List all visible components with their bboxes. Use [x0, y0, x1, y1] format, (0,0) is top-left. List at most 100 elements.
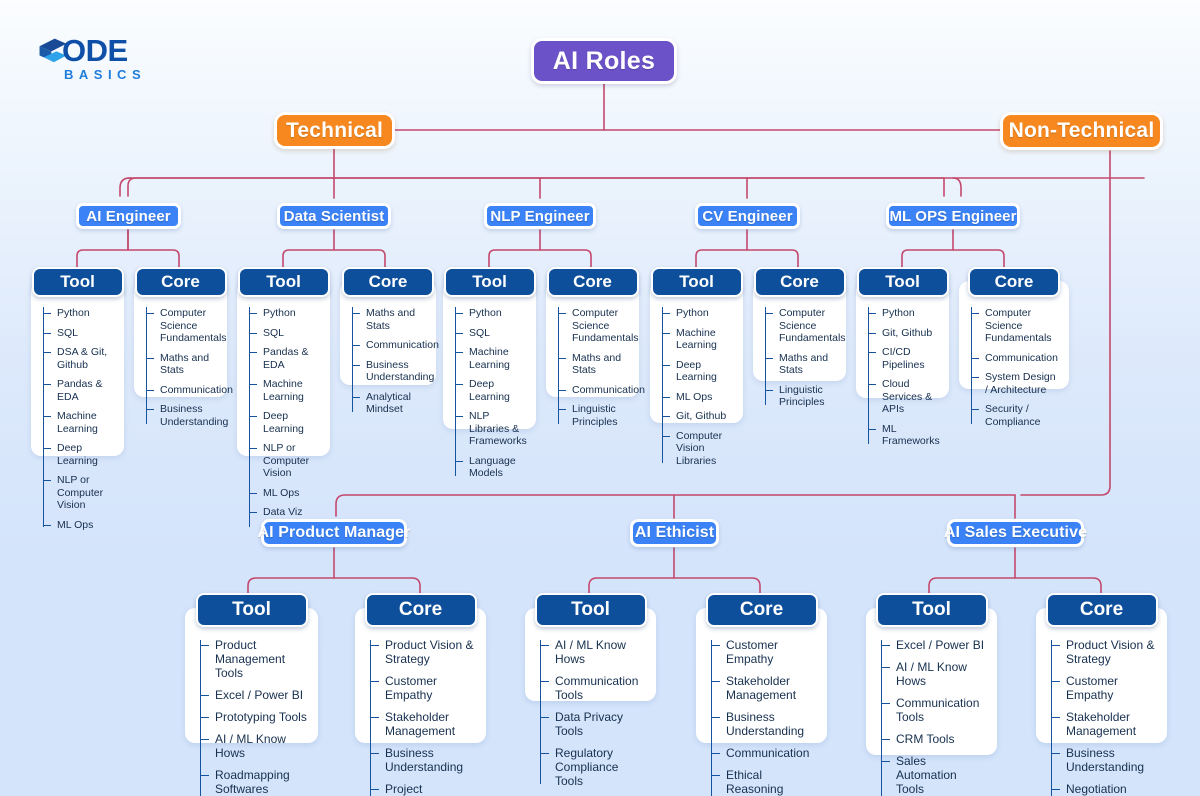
card-header-tool: Tool — [443, 267, 536, 297]
skill-item: Computer Science Fundamentals — [556, 307, 639, 345]
skill-item: Linguistic Principles — [763, 384, 838, 409]
skill-item: System Design / Architecture — [969, 371, 1061, 396]
skill-item: Product Vision & Strategy — [1048, 638, 1157, 666]
skill-item: Business Understanding — [1048, 746, 1157, 774]
skill-item: Machine Learning — [660, 327, 735, 352]
node-nlp-engineer[interactable]: NLP Engineer — [484, 203, 596, 229]
node-technical[interactable]: Technical — [274, 112, 395, 149]
node-ai-roles[interactable]: AI Roles — [531, 38, 677, 84]
card-header-core: Core — [753, 267, 846, 297]
skill-item: Maths and Stats — [144, 352, 219, 377]
skill-item: Ethical Reasoning — [708, 768, 817, 796]
skill-item: Computer Science Fundamentals — [144, 307, 227, 345]
card-header-core: Core — [705, 593, 818, 627]
skill-item: Customer Empathy — [1048, 674, 1157, 702]
card-header-core: Core — [1045, 593, 1158, 627]
card-header-tool: Tool — [856, 267, 949, 297]
skill-item: AI / ML Know Hows — [878, 660, 987, 688]
node-ai-sales-executive[interactable]: AI Sales Executive — [944, 519, 1087, 547]
card-header-core: Core — [342, 267, 434, 297]
skill-item: Analytical Mindset — [350, 391, 428, 416]
skill-item: Machine Learning — [247, 378, 322, 403]
skill-item: Communication — [969, 352, 1061, 365]
skill-item: Language Models — [453, 455, 528, 480]
skill-item: Deep Learning — [660, 359, 735, 384]
skill-item: ML Ops — [247, 487, 322, 500]
skill-item: Product Vision & Strategy — [367, 638, 476, 666]
skill-item: Security / Compliance — [969, 403, 1061, 428]
node-ai-product-manager[interactable]: AI Product Manager — [258, 519, 410, 547]
skill-item: NLP or Computer Vision — [41, 474, 116, 512]
card-header-tool: Tool — [534, 593, 647, 627]
skill-item: Pandas & EDA — [247, 346, 322, 371]
skill-item: ML Ops — [41, 519, 116, 532]
node-cv-engineer[interactable]: CV Engineer — [695, 203, 800, 229]
list-spine — [662, 307, 664, 463]
brand-wordmark: ODE — [62, 33, 128, 68]
list-spine — [352, 307, 354, 412]
card-header-core: Core — [364, 593, 477, 627]
skill-item: Computer Vision Libraries — [660, 430, 735, 468]
card-header-tool: Tool — [875, 593, 988, 627]
node-data-scientist[interactable]: Data Scientist — [277, 203, 391, 229]
skill-item: Linguistic Principles — [556, 403, 631, 428]
skill-item: Business Understanding — [350, 359, 434, 384]
skill-item: Python — [41, 307, 116, 320]
list-spine — [455, 307, 457, 476]
list-spine — [558, 307, 560, 424]
skill-item: CRM Tools — [878, 732, 987, 746]
card-header-tool: Tool — [237, 267, 330, 297]
skill-item: Excel / Power BI — [878, 638, 987, 652]
skill-item: Customer Empathy — [367, 674, 476, 702]
list-spine — [868, 307, 870, 444]
skill-item: Machine Learning — [453, 346, 528, 371]
skill-item: Communication Tools — [537, 674, 646, 702]
skill-item: Business Understanding — [708, 710, 817, 738]
skill-item: Communication — [556, 384, 645, 397]
node-non-technical[interactable]: Non-Technical — [1000, 112, 1163, 150]
skill-item: Business Understanding — [144, 403, 228, 428]
skill-item: Deep Learning — [247, 410, 322, 435]
skill-item: Data Privacy Tools — [537, 710, 646, 738]
skill-item: SQL — [247, 327, 322, 340]
list-spine — [881, 640, 883, 796]
skill-item: Python — [453, 307, 528, 320]
skill-item: Stakeholder Management — [367, 710, 476, 738]
skill-item: Prototyping Tools — [197, 710, 308, 724]
skill-item: Python — [660, 307, 735, 320]
skill-item: ML Frameworks — [866, 423, 941, 448]
skill-item: Computer Science Fundamentals — [763, 307, 846, 345]
skill-item: Pandas & EDA — [41, 378, 116, 403]
list-spine — [971, 307, 973, 424]
node-ai-engineer[interactable]: AI Engineer — [76, 203, 181, 229]
skill-item: SQL — [41, 327, 116, 340]
skill-item: Negotiation Skills — [1048, 782, 1157, 796]
card-header-core: Core — [968, 267, 1060, 297]
node-ml-ops-engineer[interactable]: ML OPS Engineer — [886, 203, 1020, 229]
skill-item: AI / ML Know Hows — [537, 638, 646, 666]
skill-item: Cloud Services & APIs — [866, 378, 941, 416]
node-ai-ethicist[interactable]: AI Ethicist — [630, 519, 719, 547]
